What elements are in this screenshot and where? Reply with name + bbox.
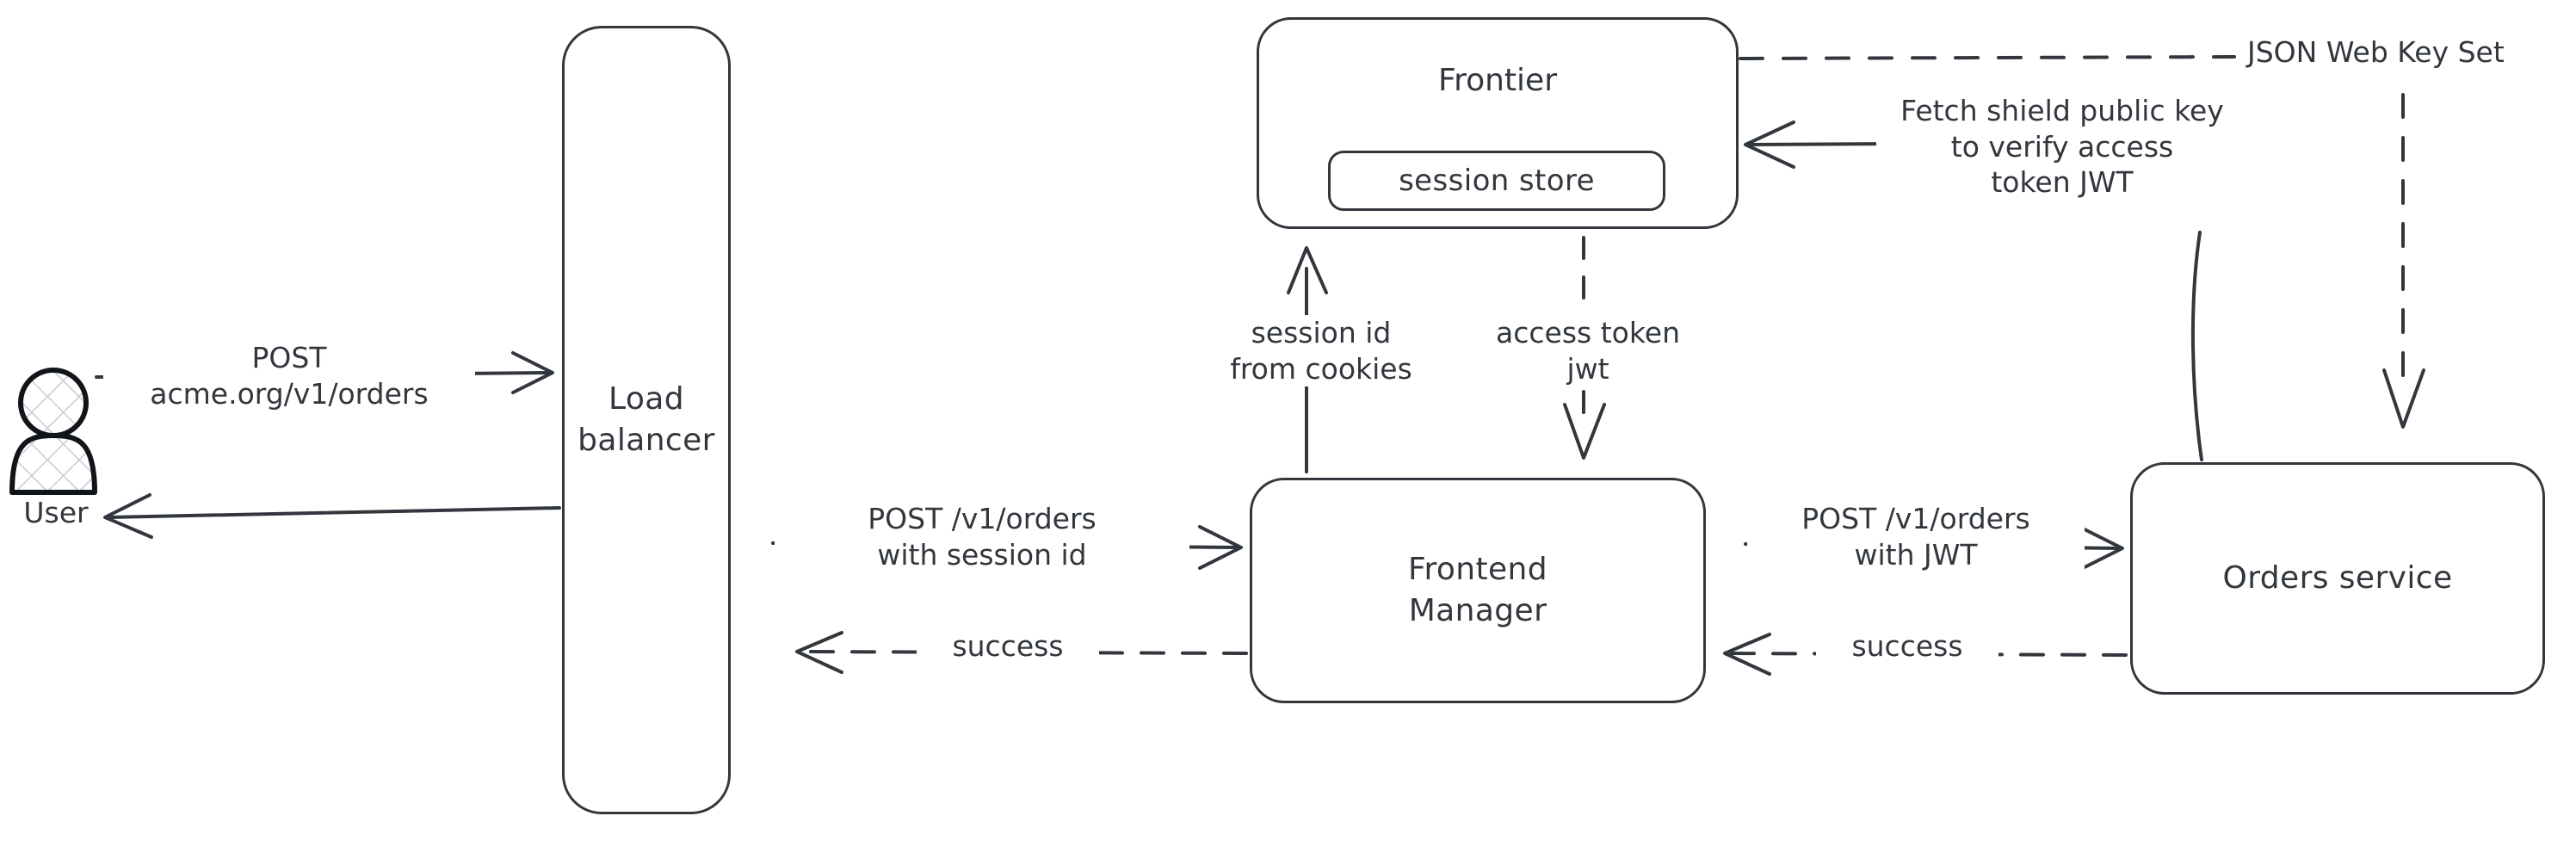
edge-label-user-to-load-balancer: POST acme.org/v1/orders — [103, 340, 475, 412]
edge-label-json-web-key-set: JSON Web Key Set — [2242, 34, 2576, 71]
node-session-store-label: session store — [1399, 163, 1595, 198]
edge-label-post-orders-with-jwt: POST /v1/orders with JWT — [1747, 501, 2085, 573]
node-orders-service-label: Orders service — [2222, 560, 2453, 597]
edge-load-balancer-to-user — [103, 493, 561, 539]
node-load-balancer-label: Load balancer — [578, 381, 715, 458]
edge-label-success-orders-to-frontend-manager: success — [1816, 628, 1998, 665]
node-frontier[interactable]: Frontier session store — [1257, 17, 1739, 229]
node-load-balancer[interactable]: Load balancer — [562, 26, 731, 814]
edge-label-access-token-jwt: access token jwt — [1463, 315, 1713, 387]
node-frontend-manager-label: Frontend Manager — [1407, 552, 1548, 628]
node-session-store[interactable]: session store — [1328, 151, 1665, 211]
node-frontend-manager[interactable]: Frontend Manager — [1250, 478, 1706, 703]
edge-label-fetch-shield-public-key: Fetch shield public key to verify access… — [1876, 93, 2248, 201]
node-frontier-label: Frontier — [1437, 63, 1557, 98]
edge-label-session-id-from-cookies: session id from cookies — [1201, 315, 1442, 387]
person-icon — [9, 368, 97, 495]
actor-label-user: User — [23, 496, 89, 529]
edge-label-success-frontend-manager-to-load-balancer: success — [917, 628, 1099, 665]
node-orders-service[interactable]: Orders service — [2130, 462, 2545, 695]
edge-label-post-orders-with-session-id: POST /v1/orders with session id — [775, 501, 1189, 573]
